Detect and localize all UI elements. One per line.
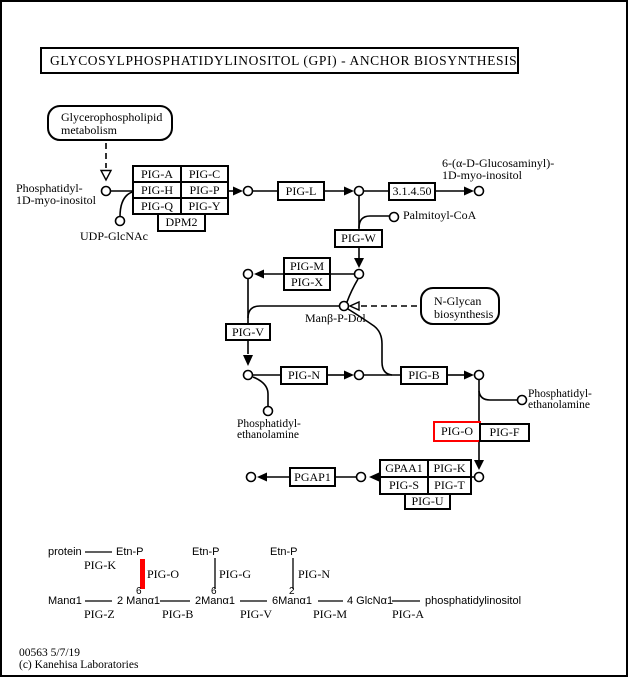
structure-label-2man-a1: 2Manα1	[195, 595, 235, 607]
gene-box-pig-w[interactable]: PIG-W	[334, 229, 383, 248]
compound-label-glucosaminyl-inositol: 6-(α-D-Glucosaminyl)- 1D-myo-inositol	[442, 156, 555, 182]
structure-label-etn-p: Etn-P	[116, 546, 144, 558]
structure-gene-pig-o: PIG-O	[147, 567, 179, 581]
compound-label-line: Phosphatidyl-	[528, 388, 592, 400]
compound-node	[388, 211, 400, 223]
compound-label-man-b-p-dol: Manβ-P-Dol	[305, 311, 366, 325]
compound-label-phosphatidyl-inositol: Phosphatidyl- 1D-myo-inositol	[16, 181, 96, 207]
compound-node	[242, 268, 254, 280]
pathway-link-label: biosynthesis	[434, 307, 494, 321]
gene-box-pig-u[interactable]: PIG-U	[404, 493, 451, 510]
structure-label-protein: protein	[48, 546, 82, 558]
compound-node	[114, 215, 126, 227]
structure-gene-pig-a: PIG-A	[392, 607, 424, 621]
pathway-link-glycerophospholipid-metabolism[interactable]: Glycerophospholipid metabolism	[47, 105, 173, 141]
structure-label-phosphatidylinositol: phosphatidylinositol	[425, 595, 522, 607]
compound-label-line: 6-(α-D-Glucosaminyl)-	[442, 156, 555, 170]
compound-node	[245, 471, 257, 483]
linkage-position: 2	[289, 586, 295, 597]
pathway-link-label: N-Glycan	[434, 294, 482, 308]
compound-node	[473, 185, 485, 197]
structure-gene-pig-k: PIG-K	[84, 558, 116, 572]
open-arrowhead-icons	[99, 169, 360, 312]
compound-label-palmitoyl-coa: Palmitoyl-CoA	[403, 208, 477, 222]
compound-node	[516, 394, 528, 406]
structure-gene-pig-b: PIG-B	[162, 607, 194, 621]
compound-node	[353, 369, 365, 381]
compound-node	[242, 185, 254, 197]
compound-node	[100, 185, 112, 197]
linkage-position: 6	[211, 586, 217, 597]
gene-box-pig-o-highlighted[interactable]: PIG-O	[433, 421, 481, 442]
structure-gene-pig-m: PIG-M	[313, 607, 348, 621]
gene-box-pig-x[interactable]: PIG-X	[283, 273, 331, 291]
structure-label-etn-p: Etn-P	[270, 546, 298, 558]
pathway-link-label: Glycerophospholipid	[61, 110, 163, 124]
compound-label-line: Phosphatidyl-	[16, 181, 83, 195]
compound-label-ptd-ethanolamine-left: Phosphatidyl- ethanolamine	[237, 419, 301, 440]
gene-box-pig-f[interactable]: PIG-F	[479, 423, 530, 442]
pathway-title: GLYCOSYLPHOSPHATIDYLINOSITOL (GPI) - ANC…	[40, 47, 519, 74]
gene-box-dpm2[interactable]: DPM2	[157, 213, 206, 232]
structure-gene-pig-n: PIG-N	[298, 567, 330, 581]
compound-label-ptd-ethanolamine-right: Phosphatidyl- ethanolamine	[528, 389, 592, 410]
structure-label-man-a1: Manα1	[48, 595, 82, 607]
structure-label-6man-a1: 6Manα1	[272, 595, 312, 607]
gene-box-pig-b[interactable]: PIG-B	[400, 366, 448, 385]
structure-label-etn-p: Etn-P	[192, 546, 220, 558]
compound-label-line: 1D-myo-inositol	[442, 167, 522, 182]
structure-lines	[85, 551, 420, 602]
compound-node	[262, 405, 274, 417]
pathway-link-label: metabolism	[61, 123, 117, 137]
compound-node	[242, 369, 254, 381]
compound-node	[353, 268, 365, 280]
dashed-connectors	[105, 143, 420, 307]
compound-node	[473, 471, 485, 483]
structure-label-4-glcn-a1: 4 GlcNα1	[347, 595, 394, 607]
compound-node	[353, 185, 365, 197]
structure-label-2-man-a1: 2 Manα1	[117, 595, 161, 607]
enzyme-box-3-1-4-50[interactable]: 3.1.4.50	[388, 182, 436, 201]
structure-gene-pig-z: PIG-Z	[84, 607, 115, 621]
compound-label-udp-glcnac: UDP-GlcNAc	[80, 229, 148, 243]
compound-node	[473, 369, 485, 381]
pig-o-highlight-bar	[140, 559, 145, 589]
structure-gene-pig-g: PIG-G	[219, 567, 251, 581]
compound-node	[338, 300, 350, 312]
compound-nodes[interactable]	[100, 185, 528, 483]
gene-box-pig-n[interactable]: PIG-N	[280, 366, 328, 385]
arrowhead-icons	[233, 186, 484, 482]
compound-label-line: Phosphatidyl-	[237, 418, 301, 430]
compound-label-line: ethanolamine	[528, 398, 590, 411]
gene-box-pgap1[interactable]: PGAP1	[289, 467, 336, 487]
map-id: 00563 5/7/19	[19, 647, 81, 659]
gene-box-pig-l[interactable]: PIG-L	[277, 181, 325, 201]
pathway-link-n-glycan-biosynthesis[interactable]: N-Glycan biosynthesis	[420, 287, 500, 325]
linkage-position: 6	[136, 586, 142, 597]
compound-label-line: ethanolamine	[237, 428, 299, 441]
gene-box-pig-v[interactable]: PIG-V	[225, 323, 271, 341]
compound-node	[355, 471, 367, 483]
compound-label-line: 1D-myo-inositol	[16, 192, 96, 207]
structure-gene-pig-v: PIG-V	[240, 607, 272, 621]
copyright: (c) Kanehisa Laboratories	[19, 659, 139, 671]
